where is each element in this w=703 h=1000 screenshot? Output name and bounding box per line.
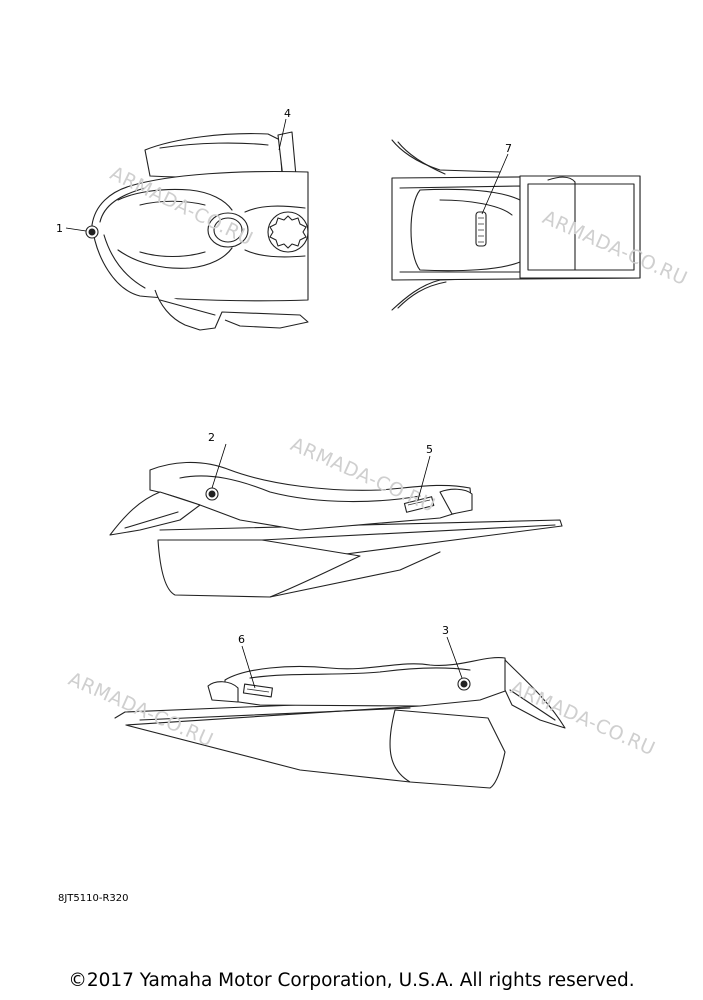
- side-view-left: ARMADA-CO.RU: [109, 433, 563, 598]
- callout-4: 4: [284, 107, 291, 120]
- callout-1: 1: [56, 222, 63, 235]
- part-code: 8JT5110-R320: [58, 893, 129, 904]
- top-front-view: ARMADA-CO.RU: [85, 131, 309, 331]
- callout-6: 6: [238, 633, 245, 646]
- callout-2: 2: [208, 431, 215, 444]
- callout-leaders: [65, 118, 509, 689]
- watermark: ARMADA-CO.RU: [65, 668, 216, 752]
- watermark: ARMADA-CO.RU: [507, 677, 658, 761]
- callout-3: 3: [442, 624, 449, 637]
- side-view-right: ARMADA-CO.RU ARMADA-CO.RU: [65, 656, 658, 789]
- copyright-notice: ©2017 Yamaha Motor Corporation, U.S.A. A…: [68, 970, 635, 991]
- callout-7: 7: [505, 142, 512, 155]
- callout-labels: 1 2 3 4 5 6 7: [56, 107, 512, 646]
- top-rear-view: ARMADA-CO.RU: [391, 139, 691, 311]
- callout-5: 5: [426, 443, 433, 456]
